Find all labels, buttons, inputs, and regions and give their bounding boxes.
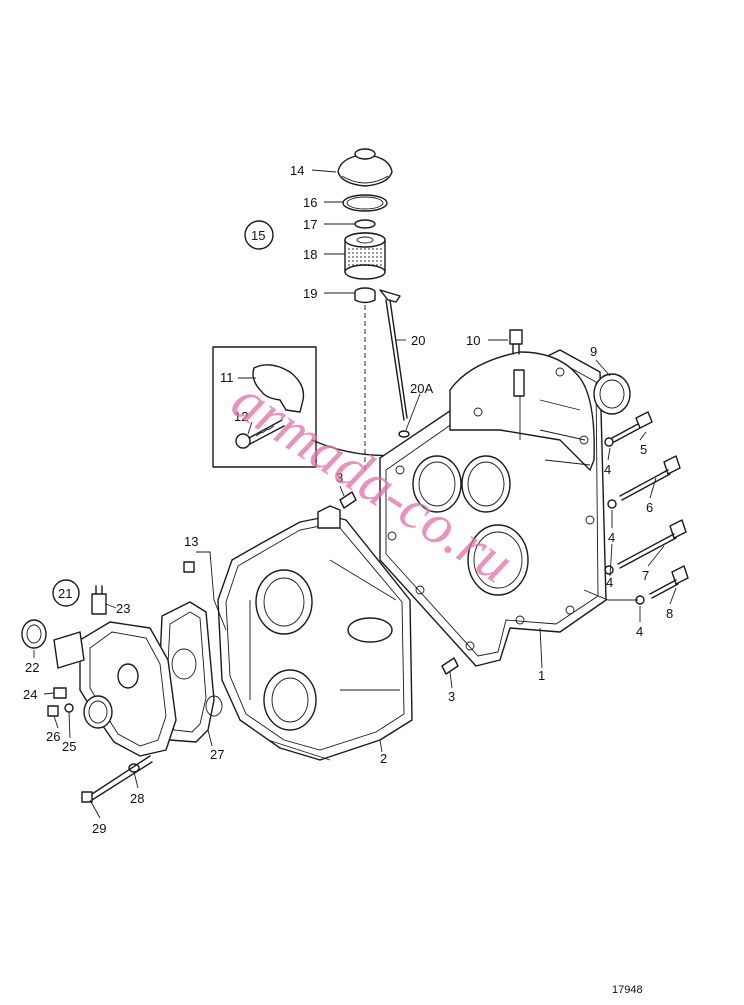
callout-8: 8 <box>666 606 673 621</box>
washer-part-4a <box>604 437 614 447</box>
callout-27: 27 <box>210 747 224 762</box>
callout-12: 12 <box>234 409 248 424</box>
sensor-part-23 <box>91 585 107 615</box>
callout-labels: 14 16 17 18 19 20 20A 10 9 11 12 3 3 1 2… <box>23 163 673 836</box>
callout-4-b: 4 <box>608 530 615 545</box>
callout-19: 19 <box>303 286 317 301</box>
seal-part-22 <box>21 619 47 649</box>
plug-part-26 <box>47 705 59 717</box>
callout-15: 15 <box>251 228 265 243</box>
bolt-part-29 <box>81 755 153 803</box>
callout-11: 11 <box>220 370 234 385</box>
dowel-part-3b <box>441 657 459 675</box>
callout-3-bottom: 3 <box>448 689 455 704</box>
callout-13: 13 <box>184 534 198 549</box>
callout-9: 9 <box>590 344 597 359</box>
dowel-part-3a <box>339 491 357 509</box>
callout-22: 22 <box>25 660 39 675</box>
bolt-part-5 <box>611 411 653 443</box>
filter-element-part-18 <box>344 232 386 280</box>
seal-ring-part-17 <box>354 219 376 229</box>
washer-part-25 <box>64 703 74 713</box>
washer-part-4b <box>607 499 617 509</box>
plug-part-24 <box>53 687 67 699</box>
callout-4-d: 4 <box>636 624 643 639</box>
inset-box <box>212 346 317 468</box>
callout-25: 25 <box>62 739 76 754</box>
callout-28: 28 <box>130 791 144 806</box>
bolt-part-8 <box>649 565 689 599</box>
pump-housing-part-21 <box>53 621 177 757</box>
leader-lines <box>33 169 677 819</box>
o-ring-part-16 <box>342 194 388 212</box>
callout-2: 2 <box>380 751 387 766</box>
callout-16: 16 <box>303 195 317 210</box>
dipstick-seal-part-20a <box>398 430 410 438</box>
plug-part-13 <box>183 561 195 573</box>
callout-24: 24 <box>23 687 37 702</box>
oil-filter-cap-part-14 <box>337 148 393 187</box>
drawing-code: 17948 <box>612 984 643 996</box>
callout-23: 23 <box>116 601 130 616</box>
callout-17: 17 <box>303 217 317 232</box>
washer-part-4c <box>604 565 614 575</box>
flywheel-housing-part-1 <box>379 349 607 667</box>
callout-29: 29 <box>92 821 106 836</box>
dipstick-part-20 <box>379 289 408 421</box>
filter-housing-part-19 <box>354 287 376 470</box>
bolt-part-7 <box>617 519 687 569</box>
gasket-part-11 <box>252 364 305 413</box>
bolt-part-12 <box>235 419 285 449</box>
bolt-part-6 <box>619 455 681 501</box>
callout-21: 21 <box>58 586 72 601</box>
callout-1: 1 <box>538 668 545 683</box>
callout-20a: 20A <box>410 381 433 396</box>
sender-part-10 <box>509 329 523 355</box>
callout-4-c: 4 <box>606 575 613 590</box>
callout-7: 7 <box>642 568 649 583</box>
oil-seal-part-9 <box>593 373 631 415</box>
callout-18: 18 <box>303 247 317 262</box>
callout-14: 14 <box>290 163 304 178</box>
callout-6: 6 <box>646 500 653 515</box>
callout-5: 5 <box>640 442 647 457</box>
callout-10: 10 <box>466 333 480 348</box>
timing-cover-part-2 <box>217 505 413 761</box>
callout-4-a: 4 <box>604 462 611 477</box>
callout-20: 20 <box>411 333 425 348</box>
callout-26: 26 <box>46 729 60 744</box>
callout-15-circle <box>244 220 274 250</box>
callout-3-top: 3 <box>336 470 343 485</box>
callout-21-circle <box>52 579 80 607</box>
